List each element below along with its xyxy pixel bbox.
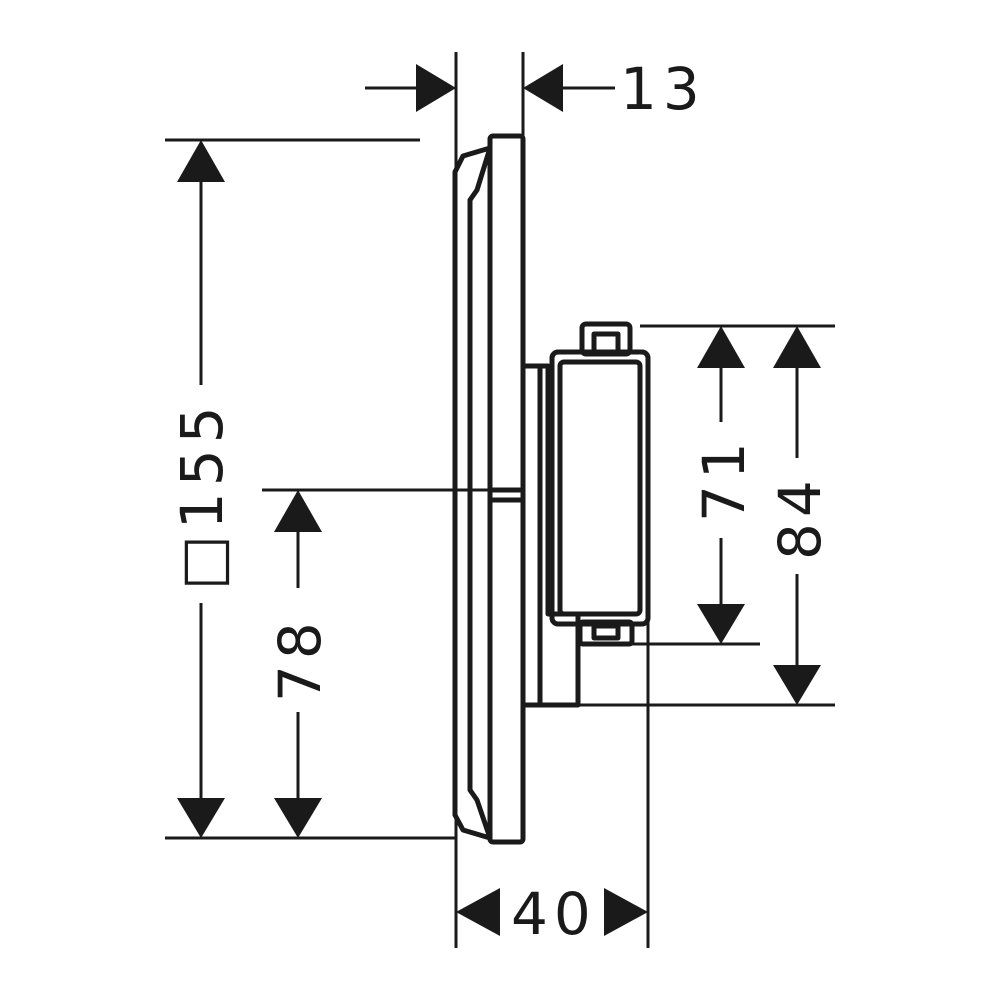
- dimension-84: 84: [766, 326, 834, 705]
- dimension-78: 78: [266, 490, 334, 838]
- thermostat-body-inner: [557, 359, 643, 617]
- dimension-label-78: 78: [266, 616, 334, 702]
- thermostat-bottom-connector: [577, 619, 635, 647]
- dimension-40: 40: [456, 880, 648, 948]
- dimension-label-13: 13: [620, 55, 706, 123]
- arrow-down: [697, 604, 745, 644]
- arrow-right: [604, 888, 648, 936]
- dimension-71: 71: [690, 326, 758, 644]
- arrow-up: [177, 140, 225, 182]
- dimension-13: 13: [365, 55, 706, 123]
- dimension-label-40: 40: [511, 880, 597, 948]
- thermostat-body: [549, 349, 651, 627]
- dimension-label-71: 71: [690, 436, 758, 522]
- arrow-up: [697, 326, 745, 368]
- arrow-down: [274, 798, 322, 838]
- arrow-right: [416, 64, 456, 112]
- cover-plate-inner-left: [467, 147, 493, 839]
- arrow-down: [773, 665, 821, 705]
- arrow-left: [523, 64, 563, 112]
- arrow-down: [177, 798, 225, 838]
- arrow-left: [456, 888, 500, 936]
- arrow-up: [773, 326, 821, 368]
- arrow-up: [274, 490, 322, 532]
- dimension-155: □155: [168, 140, 236, 838]
- extension-lines: [165, 52, 835, 948]
- dimension-label-155: □155: [168, 400, 236, 590]
- thermostat-bottom-connector-inner: [591, 623, 621, 641]
- thermostat-top-cap-inner: [591, 331, 621, 357]
- dimension-label-84: 84: [766, 474, 834, 560]
